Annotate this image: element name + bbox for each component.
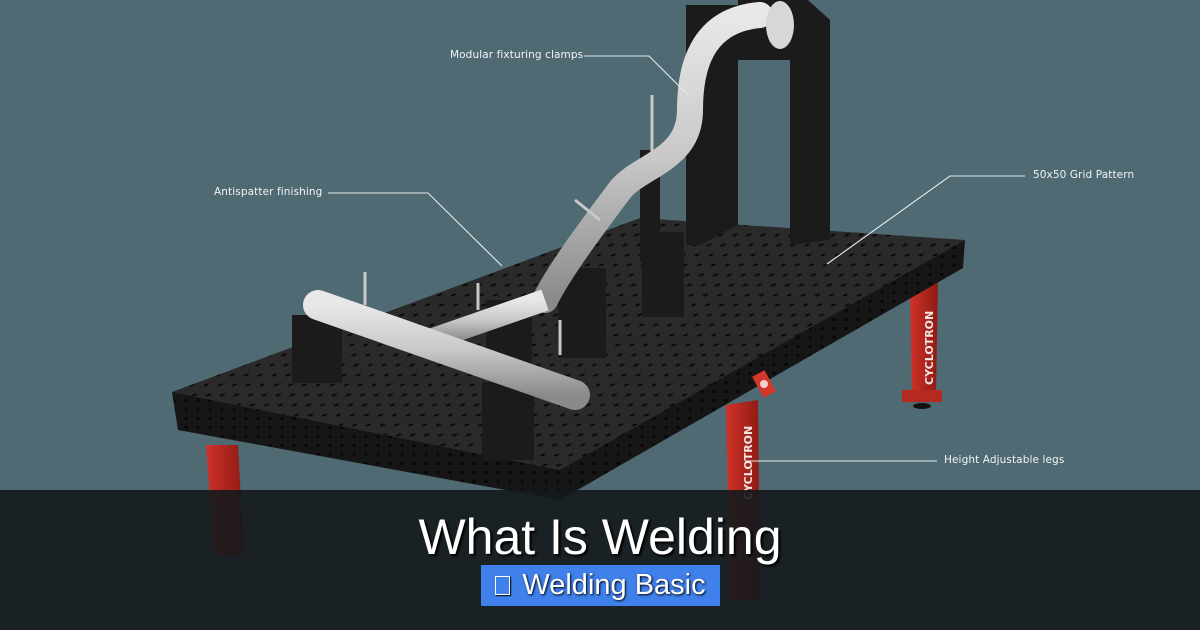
toggle-clamps bbox=[363, 95, 654, 355]
callout-height-legs: Height Adjustable legs bbox=[944, 454, 1065, 466]
steel-pipes bbox=[303, 1, 794, 410]
svg-text:CYCLOTRON: CYCLOTRON bbox=[742, 426, 755, 500]
leg-brand-text: CYCLOTRON bbox=[923, 311, 936, 385]
title-overlay bbox=[0, 490, 1200, 630]
callout-modular-clamps: Modular fixturing clamps bbox=[450, 49, 584, 61]
callout-lines bbox=[328, 55, 1025, 462]
category-badge[interactable]: Welding Basic bbox=[481, 565, 720, 606]
callout-antispatter: Antispatter finishing bbox=[214, 186, 323, 198]
box-icon bbox=[495, 576, 511, 595]
category-label: Welding Basic bbox=[522, 569, 706, 601]
page-title: What Is Welding bbox=[418, 509, 782, 565]
callout-grid-pattern: 50x50 Grid Pattern bbox=[1033, 169, 1135, 181]
